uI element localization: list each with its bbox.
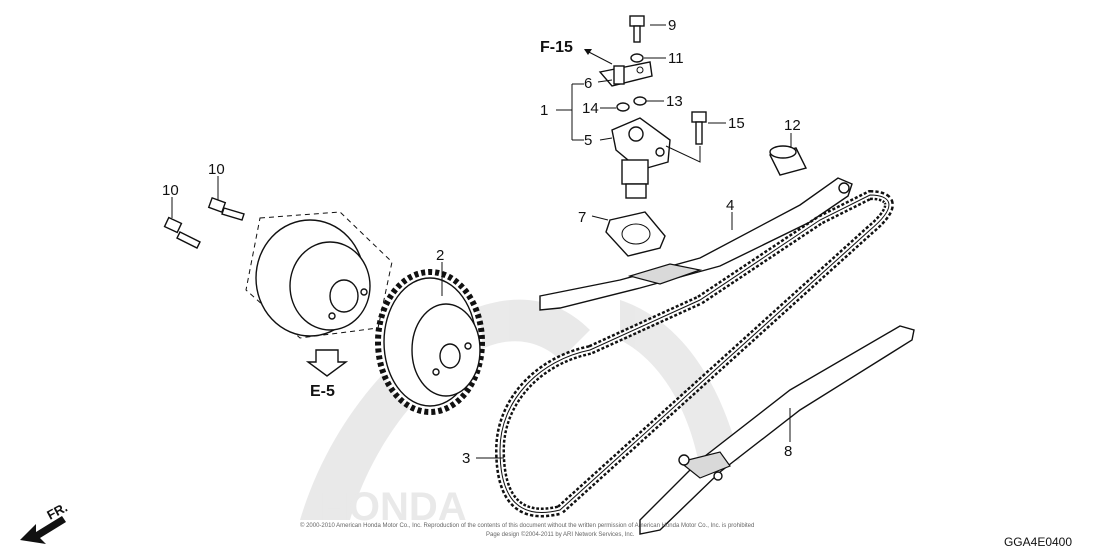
diagram-code: GGA4E0400: [1004, 535, 1072, 549]
callout-10-lower[interactable]: 10: [162, 182, 179, 199]
watermark-text: HONDA: [320, 485, 467, 529]
callout-1[interactable]: 1: [540, 102, 548, 119]
leader-lines: [171, 24, 792, 459]
ref-e5-label[interactable]: E-5: [310, 383, 335, 400]
bracket-1: [556, 83, 584, 141]
callout-15[interactable]: 15: [728, 115, 745, 132]
front-label: FR.: [44, 500, 70, 523]
bolt-10a-icon: [163, 216, 201, 249]
collar-12-icon: [768, 145, 808, 176]
callout-8[interactable]: 8: [784, 443, 792, 460]
callout-9[interactable]: 9: [668, 17, 676, 34]
ref-f15[interactable]: F-15: [540, 39, 613, 65]
callout-3[interactable]: 3: [462, 450, 470, 467]
chain-tensioner-guide-icon: [539, 177, 853, 311]
camshaft-hub-icon: [245, 211, 393, 339]
washer-13-icon: [633, 96, 647, 106]
tensioner-body-icon: [611, 117, 671, 199]
washer-11-icon: [630, 53, 644, 63]
callout-4[interactable]: 4: [726, 197, 734, 214]
cam-sprocket-icon: [375, 269, 485, 415]
front-arrow: FR.: [20, 500, 70, 544]
cam-chain-icon: [494, 189, 894, 518]
ref-f15-label[interactable]: F-15: [540, 39, 573, 56]
tensioner-cap-plate-icon: [598, 61, 653, 87]
callout-5[interactable]: 5: [584, 132, 592, 149]
callout-11[interactable]: 11: [668, 50, 684, 67]
tensioner-assembly: [598, 15, 707, 257]
washer-14-icon: [616, 102, 630, 112]
callout-10-upper[interactable]: 10: [208, 161, 225, 178]
gasket-7-icon: [605, 211, 666, 257]
copyright-line-2: Page design ©2004-2011 by ARI Network Se…: [486, 531, 635, 538]
callout-12[interactable]: 12: [784, 117, 801, 134]
callout-7[interactable]: 7: [578, 209, 586, 226]
callout-13[interactable]: 13: [666, 93, 683, 110]
callout-14[interactable]: 14: [582, 100, 599, 117]
ref-e5[interactable]: E-5: [305, 349, 349, 400]
callout-2[interactable]: 2: [436, 247, 444, 264]
chain-guide-icon: [639, 325, 915, 535]
bolt-15-icon: [691, 111, 707, 145]
callout-6[interactable]: 6: [584, 75, 592, 92]
copyright-line-1: © 2000-2010 American Honda Motor Co., In…: [300, 522, 754, 529]
callout-labels: 9 11 6 1 14 13 5 15 12 4 7 2 3 8 10 10: [162, 17, 801, 467]
bolt-10b-icon: [207, 197, 245, 221]
bolt-9-icon: [629, 15, 645, 43]
